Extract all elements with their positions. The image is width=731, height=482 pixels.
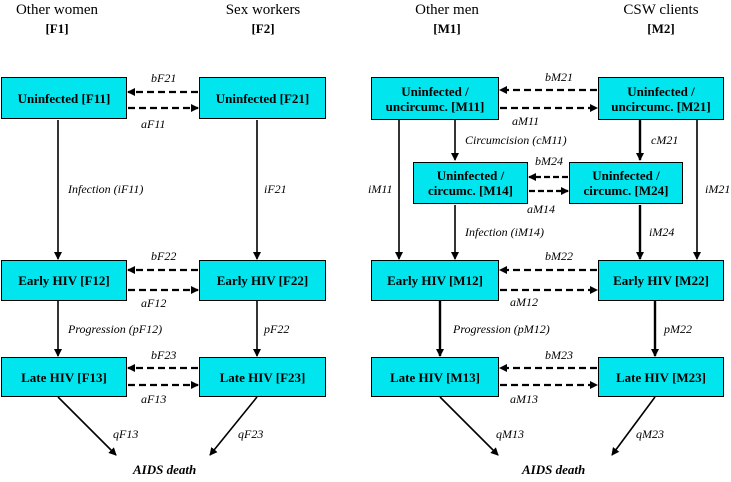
label-qF13: qF13	[113, 427, 139, 441]
label-iM21: iM21	[705, 182, 731, 196]
label-pF22: pF22	[264, 322, 290, 336]
label-bM22: bM22	[545, 249, 573, 263]
label-aF11: aF11	[141, 117, 166, 131]
box-f13: Late HIV [F13]	[1, 357, 127, 397]
label-aM13: aM13	[510, 392, 538, 406]
header-csw-clients-sub: [M2]	[647, 21, 675, 36]
box-m23: Late HIV [M23]	[598, 357, 724, 397]
box-m13: Late HIV [M13]	[371, 357, 499, 397]
label-aF12: aF12	[141, 296, 167, 310]
box-m21: Uninfected / uncircumc. [M21]	[598, 77, 724, 120]
header-other-women-sub: [F1]	[45, 21, 69, 36]
label-iM24: iM24	[649, 225, 675, 239]
label-cM21: cM21	[651, 133, 679, 147]
arrow-f13-to-death	[57, 396, 117, 456]
box-m11: Uninfected / uncircumc. [M11]	[371, 77, 499, 120]
label-aM12: aM12	[510, 295, 538, 309]
header-csw-clients: CSW clients	[623, 2, 699, 18]
box-m24: Uninfected / circumc. [M24]	[569, 162, 683, 204]
box-f21: Uninfected [F21]	[199, 77, 326, 119]
label-iF21: iF21	[264, 182, 287, 196]
label-qF23: qF23	[238, 427, 264, 441]
label-cM11: Circumcision (cM11)	[465, 133, 567, 147]
label-bM21: bM21	[545, 70, 573, 84]
aids-death-right: AIDS death	[522, 462, 586, 477]
aids-death-left: AIDS death	[133, 462, 197, 477]
label-aM11: aM11	[512, 114, 540, 128]
header-other-men-sub: [M1]	[433, 21, 461, 36]
label-bM23: bM23	[545, 348, 573, 362]
label-pF12: Progression (pF12)	[68, 322, 163, 336]
label-bF22: bF22	[151, 249, 177, 263]
label-iM11: iM11	[368, 182, 393, 196]
header-sex-workers: Sex workers	[225, 2, 301, 18]
label-aF13: aF13	[141, 392, 167, 406]
box-f23: Late HIV [F23]	[199, 357, 326, 397]
header-other-women: Other women	[15, 2, 99, 18]
label-iF11: Infection (iF11)	[68, 182, 144, 196]
label-pM12: Progression (pM12)	[453, 322, 550, 336]
box-f22: Early HIV [F22]	[199, 260, 326, 301]
label-qM23: qM23	[636, 427, 664, 441]
label-aM14: aM14	[527, 202, 555, 216]
label-qM13: qM13	[496, 427, 524, 441]
box-m22: Early HIV [M22]	[598, 260, 724, 301]
arrow-m13-to-death	[439, 396, 499, 456]
label-iM14: Infection (iM14)	[465, 225, 544, 239]
header-other-men: Other men	[415, 2, 479, 18]
box-m14: Uninfected / circumc. [M14]	[413, 162, 528, 204]
label-pM22: pM22	[664, 322, 692, 336]
box-f12: Early HIV [F12]	[1, 260, 127, 301]
arrow-m23-to-death	[611, 396, 656, 456]
box-m12: Early HIV [M12]	[371, 260, 499, 301]
label-bF21: bF21	[151, 71, 177, 85]
arrow-f23-to-death	[209, 396, 258, 456]
label-bM24: bM24	[535, 154, 563, 168]
header-sex-workers-sub: [F2]	[251, 21, 275, 36]
label-bF23: bF23	[151, 348, 177, 362]
box-f11: Uninfected [F11]	[1, 77, 127, 119]
